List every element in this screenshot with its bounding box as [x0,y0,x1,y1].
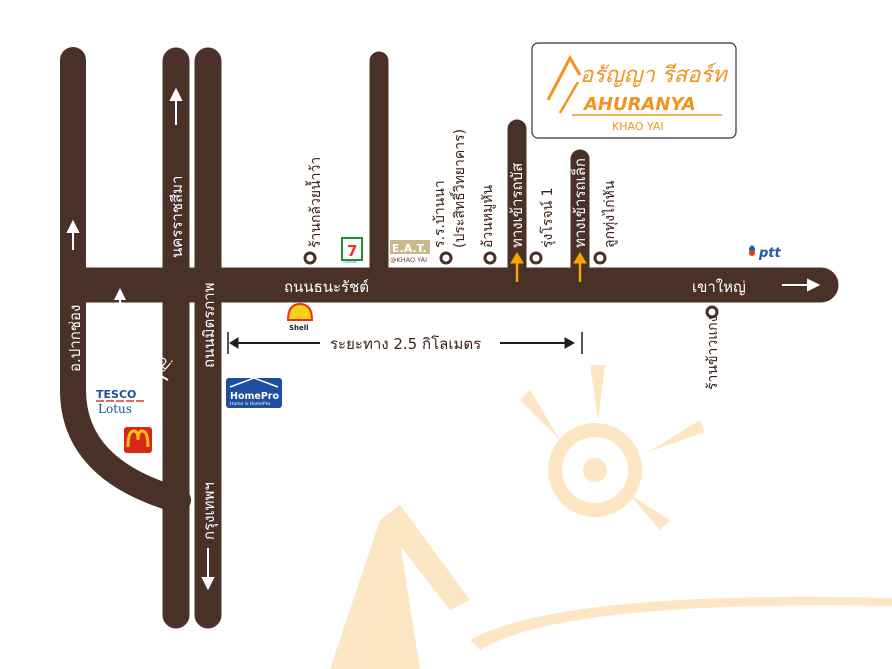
label-nakhon-ratchasima: นครราชสีมา [168,176,186,258]
landmarks: ร้านกล้วยน้ำว้า 7 7-ELEVEn E.A.T. @KHAO … [96,129,782,453]
label-homepro: HomePro [230,391,279,402]
road-arrows [66,87,821,591]
roads [60,47,839,629]
label-bangkok: กรุงเทพฯ [200,482,219,540]
shell-icon: Shell [286,302,314,332]
tesco-lotus-icon: TESCO Lotus [96,388,144,416]
label-eat-sub: @KHAO YAI [390,256,427,264]
side-road-bus [507,119,527,291]
label-rung-rot: รุ่งโรจน์ 1 [539,187,556,248]
watermark-logo [330,365,892,669]
label-ptt: ptt [758,246,782,261]
mittraphap-road [194,47,222,629]
side-road-car [570,149,590,291]
pak-chong-road [60,47,191,513]
distance-marker [227,332,583,354]
seven-eleven-icon: 7 7-ELEVEn [341,237,363,264]
label-luk-thung: ลูกทุ่งไก่หัน [601,180,618,248]
label-thanarat: ถนนธนะรัชต์ [284,278,369,296]
dot-luk-thung [593,251,607,265]
label-tesco: TESCO [96,388,136,401]
label-khao-yai: เขาใหญ่ [692,278,746,296]
resort-name-en: AHURANYA [582,94,696,115]
eat-icon: E.A.T. @KHAO YAI [390,240,430,264]
thanarat-road [67,267,839,303]
label-khao-kaeng: ร้านข้าวแกง [705,315,721,390]
homepro-icon: HomePro Home is HomePro [226,377,282,408]
resort-name-th: อรัญญา รีสอร์ท [580,62,728,88]
dot-uan-mu-han [483,251,497,265]
label-seven-eleven: 7-ELEVEn [343,260,357,264]
label-kluay-nam-wa: ร้านกล้วยน้ำว้า [305,157,324,248]
label-pak-chong: อ.ปากช่อง [66,305,84,372]
label-shell: Shell [289,324,309,332]
mcdonalds-icon [124,427,152,453]
label-eat: E.A.T. [392,242,427,255]
bus-entrance-arrow [510,252,524,282]
ptt-icon: ptt [749,245,782,261]
dot-rung-rot [529,251,543,265]
label-homepro-sub: Home is HomePro [230,401,270,407]
resort-logo: อรัญญา รีสอร์ท AHURANYA KHAO YAI [531,42,737,139]
label-mittraphap: ถนนมิตรภาพ [200,283,218,368]
resort-location: KHAO YAI [612,120,664,133]
label-bus-entrance: ทางเข้ารถบัส [508,163,526,248]
label-uan-mu-han: อ้วนหมูหัน [480,184,496,248]
label-school: ร.ร.บ้านนา [432,180,448,248]
dot-khao-kaeng [705,305,719,319]
label-car-entrance: ทางเข้ารถเล็ก [570,158,589,248]
dot-school [439,251,453,265]
nakhon-ratchasima-road [162,47,190,629]
svg-text:7: 7 [347,242,357,260]
distance-label: ระยะทาง 2.5 กิโลเมตร [330,335,481,353]
label-lotus: Lotus [98,402,132,416]
car-entrance-arrow [573,252,587,282]
side-road-eat [369,51,389,293]
label-school-sub: (ประสิทธิ์วิทยาคาร) [449,129,468,248]
dot-kluay-nam-wa [303,251,317,265]
